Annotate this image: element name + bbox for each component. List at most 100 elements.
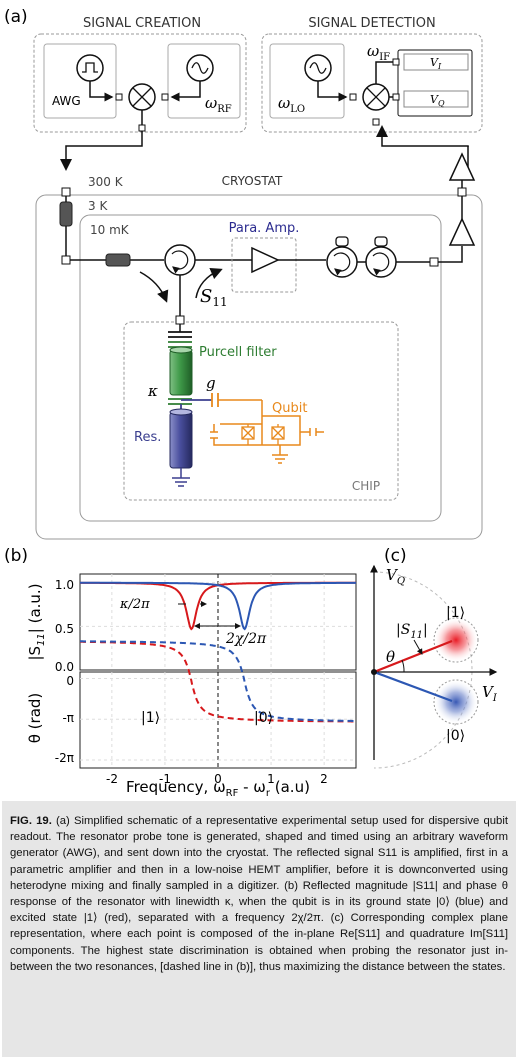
port-square (457, 187, 467, 197)
omega-rf-label: ωRF (205, 94, 232, 115)
vi-label: VI (430, 56, 442, 71)
s11-abs-label: |S11| (396, 622, 428, 641)
vi-axis-label: VI (482, 683, 498, 704)
port-square (138, 124, 146, 132)
ytick-label: 0.0 (55, 660, 74, 674)
figure-caption: FIG. 19. (a) Simplified schematic of a r… (2, 801, 516, 1057)
pulse-glyph (82, 62, 98, 73)
signal-detection-box (261, 33, 483, 133)
circulator-arrow (171, 250, 189, 274)
isolator-icon (365, 246, 397, 278)
g-capacitor (211, 393, 219, 407)
rf-to-mixer (170, 81, 201, 102)
isolator-arrow (333, 252, 351, 276)
cryostat-label: CRYOSTAT (222, 174, 283, 188)
output-up (438, 246, 463, 263)
signal-detection-title: SIGNAL DETECTION (308, 16, 435, 31)
s11-pointer (413, 639, 423, 655)
temp-3k: 3 K (88, 199, 108, 213)
resonator-cap (169, 408, 193, 416)
stage-3k-box (35, 194, 483, 540)
ytick-label: 0.5 (55, 622, 74, 636)
isolator-arrow (372, 252, 390, 276)
amplifier-icon (251, 246, 280, 274)
ytick-label: 1.0 (55, 578, 74, 592)
temp-10mk: 10 mK (90, 223, 130, 237)
qubit-circuit (210, 399, 324, 464)
kappa-capacitor (168, 398, 192, 405)
purcell-cap (169, 346, 193, 354)
xtick-label: 2 (320, 772, 328, 786)
if-line (375, 61, 396, 84)
jj-link (247, 424, 279, 445)
outgoing-arrow (195, 268, 223, 299)
mixer-cross (132, 87, 152, 107)
theta-arc (401, 659, 405, 673)
state1-blob (434, 618, 478, 662)
attenuator-3k (59, 201, 73, 227)
awg-to-mixer (89, 81, 114, 102)
jj-cross (271, 426, 285, 440)
port-square (175, 315, 185, 325)
awg-label: AWG (52, 94, 81, 108)
ytick-label: -π (62, 711, 74, 725)
qubit-label: Qubit (272, 401, 307, 416)
state0-ring (433, 679, 479, 725)
lo-box (269, 43, 345, 119)
ylabel-phase: θ (rad) (26, 693, 44, 744)
port-square (115, 93, 123, 101)
omega-lo-label: ωLO (278, 94, 305, 115)
isolator-icon (326, 246, 358, 278)
temp-300k: 300 K (88, 175, 124, 189)
omega-if-label: ωIF (367, 42, 390, 63)
phase-series-state1 (80, 640, 356, 723)
drive-line (60, 131, 143, 171)
lo-rf-box (167, 43, 241, 119)
port-square (392, 93, 400, 101)
vq-axis-label: VQ (386, 566, 405, 587)
res-label: Res. (134, 430, 161, 445)
warm-amplifier-icon (448, 152, 476, 181)
magnitude-plot (79, 573, 357, 671)
state0-label: |0⟩ (446, 728, 465, 744)
purcell-label: Purcell filter (199, 345, 277, 360)
resonator-icon (169, 411, 193, 469)
return-line (376, 125, 469, 147)
port-square (61, 255, 71, 265)
circulator-icon (164, 244, 196, 276)
chip-label: CHIP (352, 479, 380, 493)
xtick-label: 1 (267, 772, 275, 786)
awg-source-icon (76, 54, 104, 82)
panel-c-label: (c) (384, 546, 407, 566)
panel-a-label: (a) (4, 7, 28, 27)
theta-label: θ (386, 648, 395, 666)
magnitude-series-state0 (80, 581, 356, 631)
ytick-label: -2π (55, 751, 74, 765)
state0-label: |0⟩ (254, 710, 273, 726)
attenuator-10mk (105, 253, 131, 267)
stage-10mk-box (79, 214, 442, 522)
ytick-label: 0 (66, 674, 74, 688)
incoming-arrow (139, 271, 169, 303)
vq-label: VQ (430, 93, 445, 108)
purcell-filter-icon (169, 349, 193, 396)
xtick-label: -2 (106, 772, 118, 786)
signal-creation-box (33, 33, 247, 133)
vq-box (403, 90, 469, 108)
isolator-termination (374, 236, 388, 247)
state0-blob (434, 680, 478, 724)
hemt-amplifier-icon (448, 217, 476, 246)
port-square (61, 187, 71, 197)
vi-box (403, 53, 469, 71)
ylabel-magnitude: |S11| (a.u.) (26, 583, 47, 660)
lo-to-mixer (317, 81, 348, 102)
caption-fig-number: FIG. 19. (10, 815, 52, 827)
xtick-label: 0 (214, 772, 222, 786)
port-square (372, 118, 380, 126)
port-square (349, 93, 357, 101)
isolator-termination (335, 236, 349, 247)
state1-label: |1⟩ (446, 605, 465, 621)
origin-dot (371, 669, 377, 675)
state1-ring (433, 617, 479, 663)
coupling-capacitor-green (168, 341, 192, 348)
